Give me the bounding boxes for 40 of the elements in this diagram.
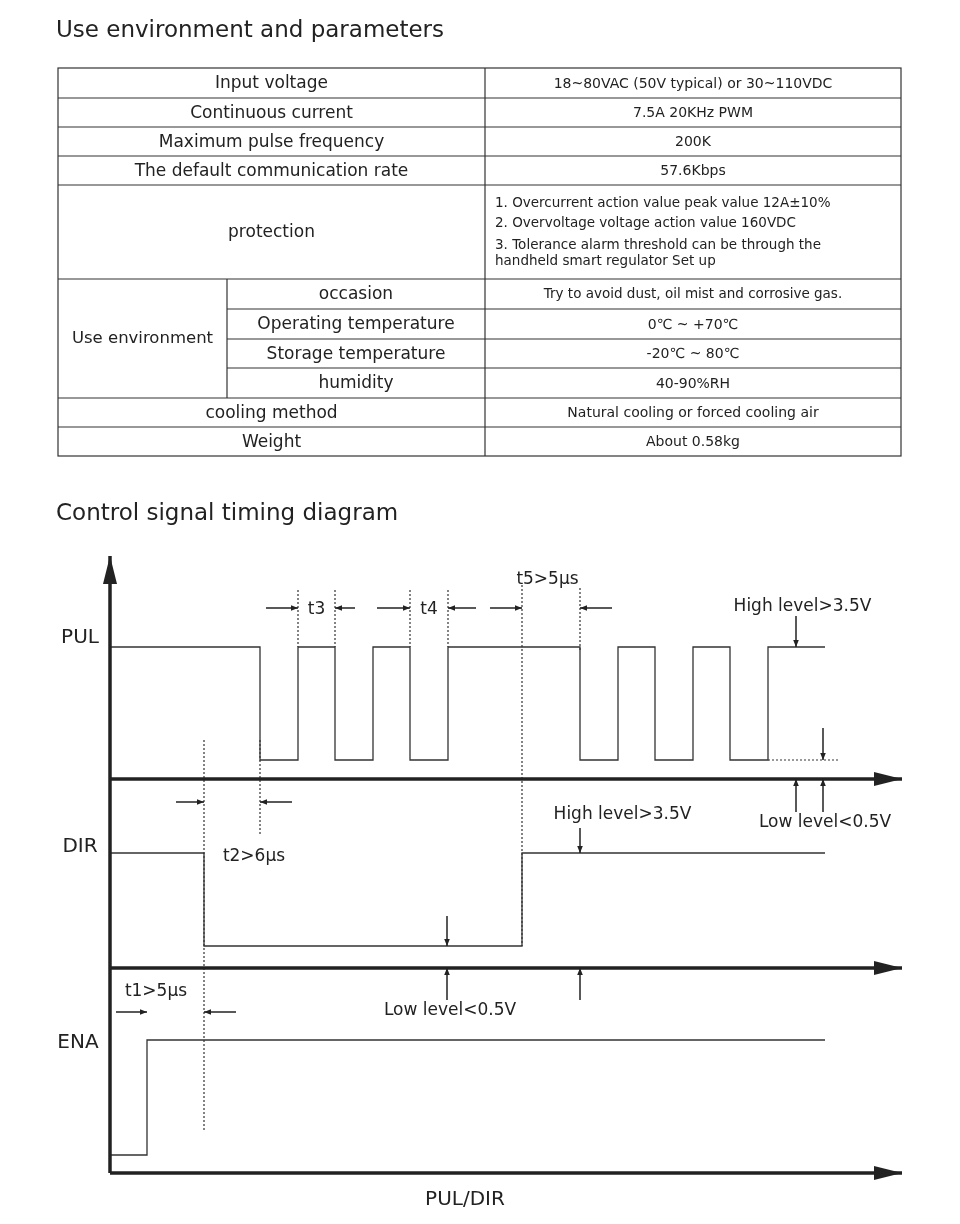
parameter-value: Natural cooling or forced cooling air (566, 403, 820, 423)
parameter-name: Continuous current (189, 100, 354, 124)
timing-annotation: t5>5μs (515, 566, 580, 590)
parameter-value: 1. Overcurrent action value peak value 12A±10% (494, 193, 832, 213)
parameter-value: 40-90%RH (654, 373, 732, 393)
parameter-name: Weight (240, 429, 303, 453)
parameter-name: humidity (317, 371, 395, 395)
timing-annotation: t3 (306, 597, 327, 621)
timing-annotation: High level>3.5V (732, 594, 873, 618)
timing-annotation: Low level<0.5V (757, 810, 893, 834)
parameter-name: occasion (317, 282, 395, 306)
signal-name: ENA (56, 1027, 100, 1055)
parameter-name: Storage temperature (265, 341, 447, 365)
parameter-name: Operating temperature (256, 312, 456, 336)
signal-name: PUL (60, 622, 100, 650)
parameter-name: Use environment (70, 327, 215, 349)
parameter-name: The default communication rate (133, 158, 410, 182)
parameter-value: 7.5A 20KHz PWM (632, 103, 754, 123)
parameter-value: 18~80VAC (50V typical) or 30~110VDC (552, 73, 834, 93)
timing-annotation: Low level<0.5V (382, 998, 518, 1022)
parameter-value: 57.6Kbps (659, 161, 727, 181)
parameter-value: 0℃ ~ +70℃ (646, 314, 740, 334)
parameter-value: -20℃ ~ 80℃ (645, 344, 741, 364)
signal-name: PUL/DIR (424, 1184, 506, 1212)
parameter-name: protection (227, 220, 316, 244)
section-heading: Use environment and parameters (56, 16, 445, 43)
parameter-name: Maximum pulse frequency (157, 129, 386, 153)
section-heading: Control signal timing diagram (56, 497, 400, 527)
parameter-value: Try to avoid dust, oil mist and corrosive gas. (542, 284, 844, 304)
timing-annotation: t1>5μs (123, 978, 189, 1002)
parameter-value: 3. Tolerance alarm threshold can be through the handheld smart regulator Set up (494, 235, 822, 270)
timing-annotation: t4 (419, 597, 439, 621)
parameter-name: cooling method (204, 400, 339, 424)
parameter-value: About 0.58kg (645, 432, 741, 452)
timing-annotation: High level>3.5V (552, 802, 693, 826)
timing-annotation: t2>6μs (221, 844, 287, 868)
parameter-name: Input voltage (214, 71, 329, 95)
parameter-value: 200K (674, 132, 712, 152)
parameter-value: 2. Overvoltage voltage action value 160VDC (494, 213, 797, 233)
signal-name: DIR (61, 831, 99, 859)
